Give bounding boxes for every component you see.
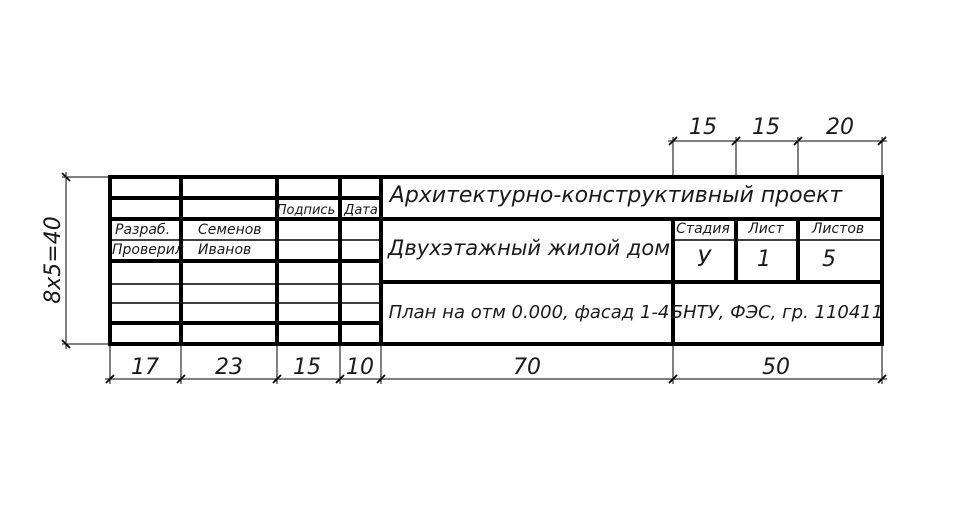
dim-bottom-3: 15 [293,355,321,380]
dim-bottom-1: 17 [131,355,159,380]
dim-top-2: 15 [752,115,780,140]
dim-tick [668,374,678,384]
dim-bottom-5: 70 [513,355,541,380]
checked-name: Иванов [198,242,251,258]
sheet-header: Лист [747,221,784,237]
dim-tick [272,374,282,384]
sheet-value: 1 [757,247,771,272]
project-title: Архитектурно-конструктивный проект [388,183,844,208]
dim-tick [877,136,887,146]
title-block-frame [108,175,884,346]
building-title: Двухэтажный жилой дом [387,236,670,260]
signature-header: Подпись [277,203,335,218]
dim-left: 8x5=40 [41,216,66,303]
dim-tick [793,136,803,146]
sheet-title: План на отм 0.000, фасад 1-4 [389,302,670,323]
organization: БНТУ, ФЭС, гр. 110411 [671,302,883,323]
dim-tick [668,136,678,146]
dim-tick [176,374,186,384]
sheets-header: Листов [811,221,864,237]
dim-top-3: 20 [826,115,854,140]
dim-top-1: 15 [689,115,717,140]
stage-header: Стадия [676,221,730,237]
stage-value: У [697,247,712,272]
sheets-value: 5 [822,247,836,272]
developed-label: Разраб. [115,222,170,238]
dim-bottom-6: 50 [762,355,790,380]
dim-tick [731,136,741,146]
developed-name: Семенов [198,222,262,238]
dim-bottom-2: 23 [215,355,243,380]
dimension-lines [61,136,887,384]
dim-tick [335,374,345,384]
dim-tick [376,374,386,384]
dim-tick [61,339,71,349]
dim-tick [105,374,115,384]
dim-tick [61,172,71,182]
dim-bottom-4: 10 [346,355,374,380]
dim-tick [877,374,887,384]
date-header: Дата [343,203,378,218]
checked-label: Проверил [112,242,184,258]
